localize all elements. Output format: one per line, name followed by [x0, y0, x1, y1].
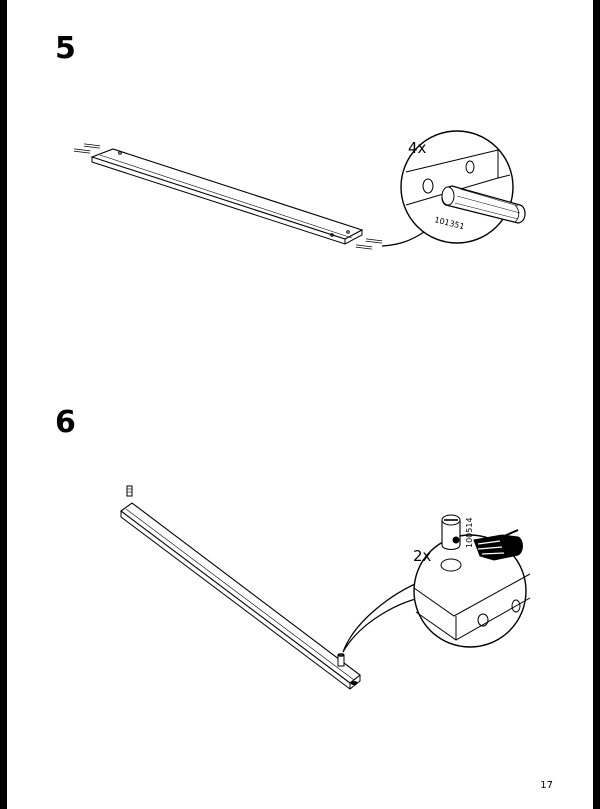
step-6-part-number: 100514	[465, 517, 474, 548]
step-5-rail	[90, 148, 364, 245]
step-6-callout-detail	[413, 573, 531, 641]
illustrations: 4x 101351 2x 100514	[73, 130, 531, 690]
wooden-dowel-icon	[441, 185, 526, 224]
step-5-number: 5	[55, 31, 76, 66]
instruction-page: 5 6	[7, 0, 593, 809]
page-number: 17	[540, 780, 553, 791]
step-5-dowel-right-a	[355, 244, 373, 250]
step-6-cam-end	[337, 653, 358, 685]
step-5-dowel-right-b	[365, 238, 383, 244]
step-6-rail	[120, 502, 361, 690]
cam-lock-dowel-icon	[440, 514, 462, 572]
step-5-dowel-left-b	[83, 143, 101, 149]
step-6-quantity: 2x	[413, 547, 432, 565]
step-5-quantity: 4x	[408, 139, 427, 157]
step-5-callout-pointer	[381, 231, 425, 247]
pointing-hand-icon	[473, 529, 523, 561]
step-5-dowel-left-a	[73, 148, 91, 154]
step-6-dowel-top	[126, 485, 133, 497]
step-6-number: 6	[55, 405, 76, 440]
